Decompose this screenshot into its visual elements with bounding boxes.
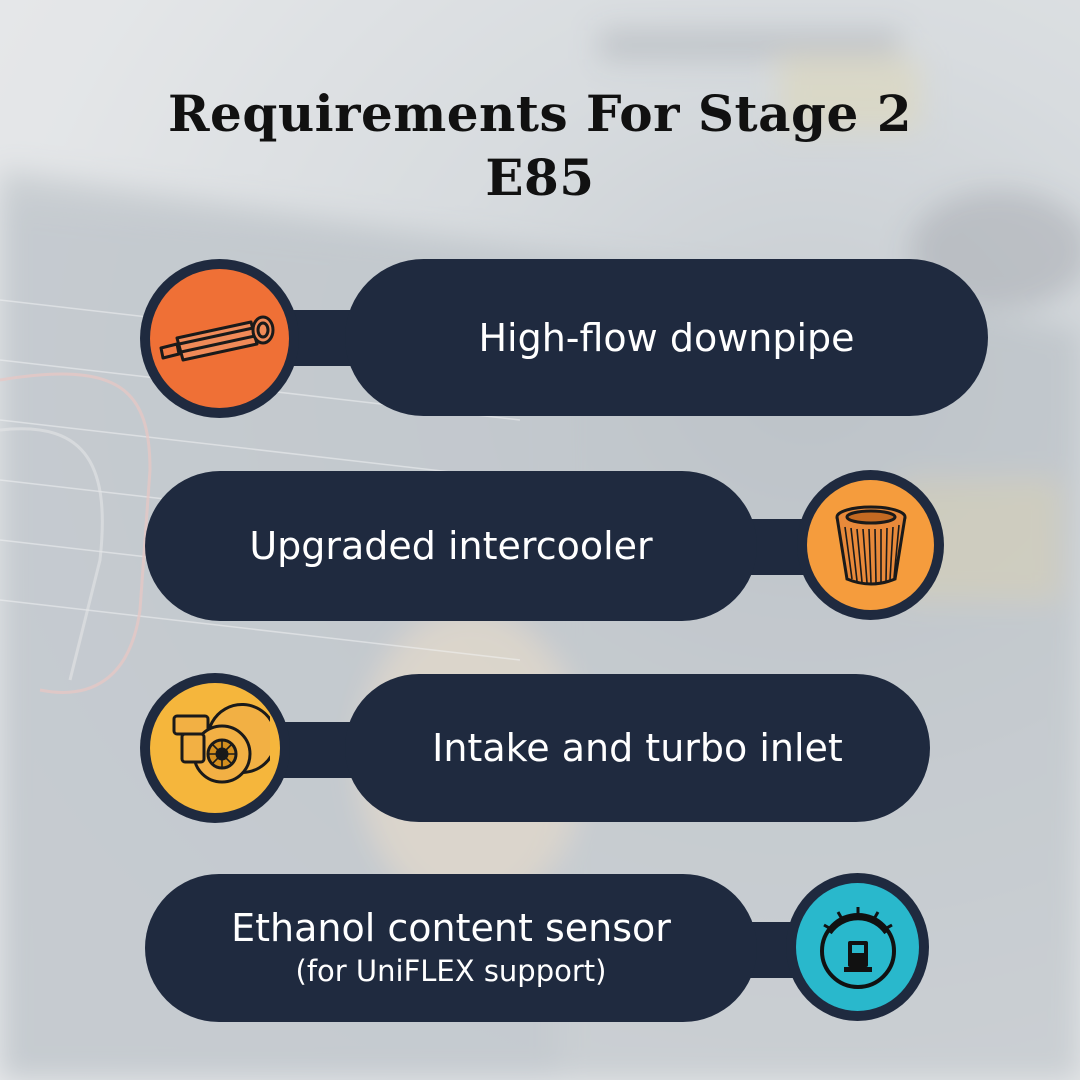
requirement-label: Intake and turbo inlet: [432, 726, 843, 770]
requirement-pill: Intake and turbo inlet: [345, 674, 930, 822]
requirement-label: Ethanol content sensor: [231, 906, 671, 950]
turbocharger-icon: [172, 703, 270, 784]
requirement-icon-badge: [786, 873, 929, 1021]
requirement-sublabel: (for UniFLEX support): [295, 954, 607, 988]
requirement-pill: Ethanol content sensor (for UniFLEX supp…: [145, 874, 757, 1022]
muffler-icon: [159, 315, 274, 361]
requirement-pill: High-flow downpipe: [345, 259, 988, 416]
requirement-label: Upgraded intercooler: [249, 524, 653, 568]
icon-background: [807, 480, 934, 610]
requirement-pill: Upgraded intercooler: [145, 471, 757, 621]
requirement-icon-badge: [140, 259, 299, 418]
requirement-icon-badge: [140, 673, 290, 823]
requirement-label: High-flow downpipe: [478, 315, 855, 360]
fuel-gauge-icon: [819, 907, 896, 989]
title-line-2: E85: [485, 148, 595, 207]
air-filter-icon: [835, 505, 906, 586]
icon-background: [150, 269, 289, 408]
title-line-1: Requirements For Stage 2: [168, 84, 912, 143]
icon-background: [150, 683, 280, 813]
page-title: Requirements For Stage 2 E85: [90, 82, 990, 210]
requirement-icon-badge: [797, 470, 944, 620]
icon-background: [796, 883, 919, 1011]
